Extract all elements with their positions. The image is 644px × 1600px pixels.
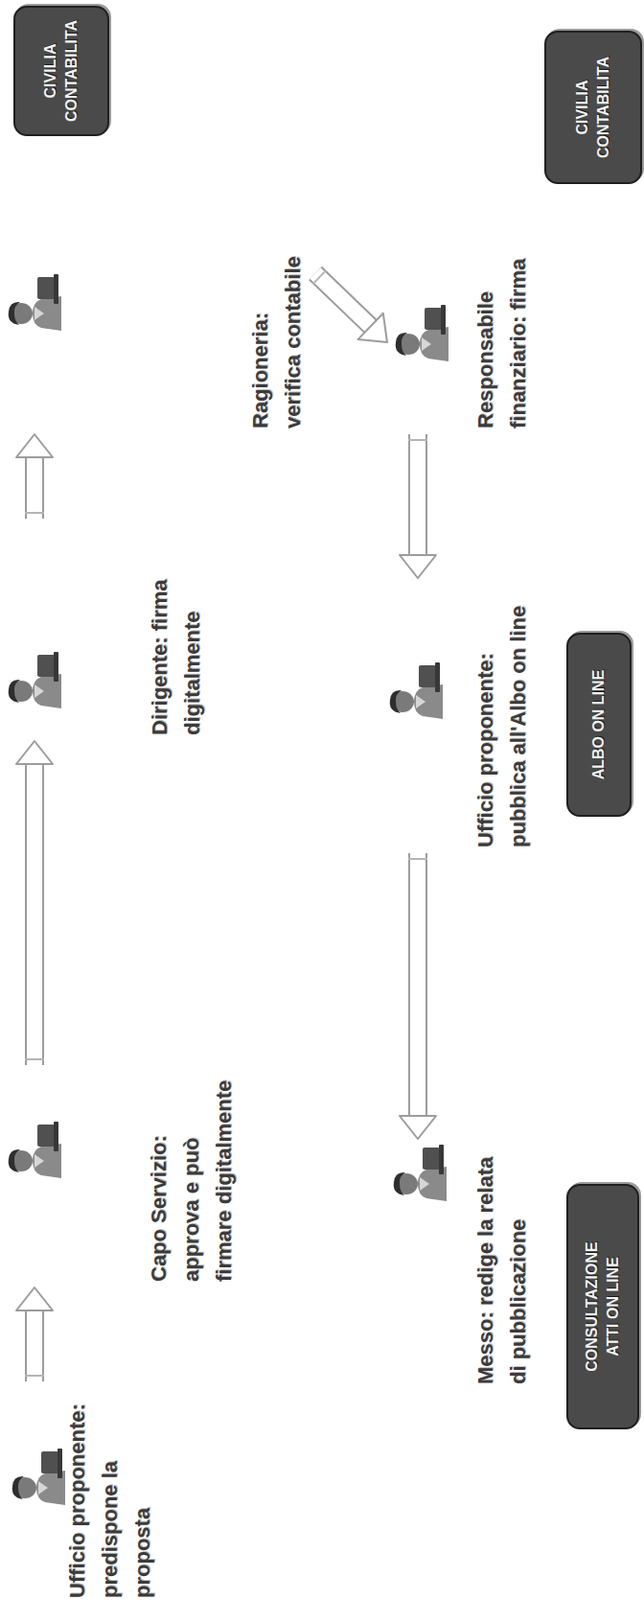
arrow-head bbox=[16, 1287, 53, 1311]
badge-label: ALBO ON LINE bbox=[588, 642, 610, 807]
arrow-head bbox=[399, 554, 437, 578]
step-label: Ufficio proponente: pubblica all'Albo on… bbox=[469, 583, 535, 848]
arrow-shaft bbox=[24, 457, 45, 519]
system-badge: CONSULTAZIONE ATTI ON LINE bbox=[566, 1183, 640, 1429]
arrow-shaft bbox=[315, 273, 371, 326]
system-badge: ALBO ON LINE bbox=[566, 632, 632, 817]
system-badge: CIVILIA CONTABILITA bbox=[544, 30, 643, 184]
arrow-head bbox=[16, 434, 53, 458]
process-step: Ufficio proponente: pubblica all'Albo on… bbox=[387, 583, 535, 848]
flow-arrow bbox=[16, 740, 53, 1065]
flow-arrow bbox=[312, 270, 388, 343]
process-step: Ufficio proponente: predispone la propos… bbox=[9, 1386, 160, 1598]
person-icon bbox=[390, 662, 443, 719]
arrow-head bbox=[399, 1115, 437, 1139]
arrow-shaft bbox=[408, 434, 428, 555]
arrow-shaft-fill bbox=[410, 852, 426, 1116]
step-label: Responsabile finanziario: firma bbox=[469, 217, 535, 429]
badge-label: CIVILIA CONTABILITA bbox=[40, 15, 83, 127]
process-step: Dirigente: firma digitalmente bbox=[7, 524, 209, 736]
flow-arrow bbox=[399, 434, 437, 578]
arrow-tail-mark bbox=[24, 1058, 45, 1060]
arrow-shaft bbox=[408, 852, 428, 1116]
arrow-shaft-fill bbox=[315, 273, 371, 326]
arrow-tail-mark bbox=[408, 857, 428, 860]
system-badge: CIVILIA CONTABILITA bbox=[13, 5, 110, 137]
arrow-shaft bbox=[24, 1310, 45, 1381]
step-label: Dirigente: firma digitalmente bbox=[143, 524, 209, 736]
process-step: Messo: redige la relata di pubblicazione bbox=[391, 1144, 535, 1384]
arrow-shaft-fill bbox=[26, 763, 43, 1065]
arrow-tail-mark bbox=[24, 511, 45, 514]
flow-arrow bbox=[16, 434, 53, 519]
flow-arrow bbox=[399, 852, 437, 1139]
arrow-head bbox=[16, 740, 53, 764]
step-label: Messo: redige la relata di pubblicazione bbox=[469, 1144, 535, 1384]
arrow-shaft-fill bbox=[26, 457, 43, 519]
person-icon bbox=[8, 1121, 62, 1178]
arrow-tail-mark bbox=[312, 270, 326, 285]
person-icon bbox=[395, 304, 449, 362]
flow-arrow bbox=[16, 1287, 53, 1381]
person-icon bbox=[8, 651, 62, 709]
arrow-shaft-fill bbox=[410, 434, 426, 555]
arrow-shaft bbox=[24, 763, 45, 1065]
arrow-tail-mark bbox=[24, 1374, 45, 1377]
arrow-shaft-fill bbox=[26, 1310, 43, 1381]
step-label: Ragioneria: verifica contabile bbox=[244, 244, 310, 429]
person-icon bbox=[8, 274, 62, 331]
process-step: Ragioneria: verifica contabile bbox=[7, 244, 310, 429]
badge-label: CONSULTAZIONE ATTI ON LINE bbox=[581, 1229, 624, 1383]
badge-label: CIVILIA CONTABILITA bbox=[572, 40, 615, 175]
person-icon bbox=[12, 1448, 66, 1505]
process-step: Capo Servizio: approva e può firmare dig… bbox=[7, 1070, 241, 1282]
process-step: Responsabile finanziario: firma bbox=[392, 217, 535, 429]
arrow-head bbox=[358, 313, 389, 343]
step-label: Capo Servizio: approva e può firmare dig… bbox=[142, 1070, 241, 1282]
person-icon bbox=[393, 1144, 447, 1201]
step-label: Ufficio proponente: predispone la propos… bbox=[61, 1386, 160, 1598]
arrow-tail-mark bbox=[408, 438, 428, 441]
